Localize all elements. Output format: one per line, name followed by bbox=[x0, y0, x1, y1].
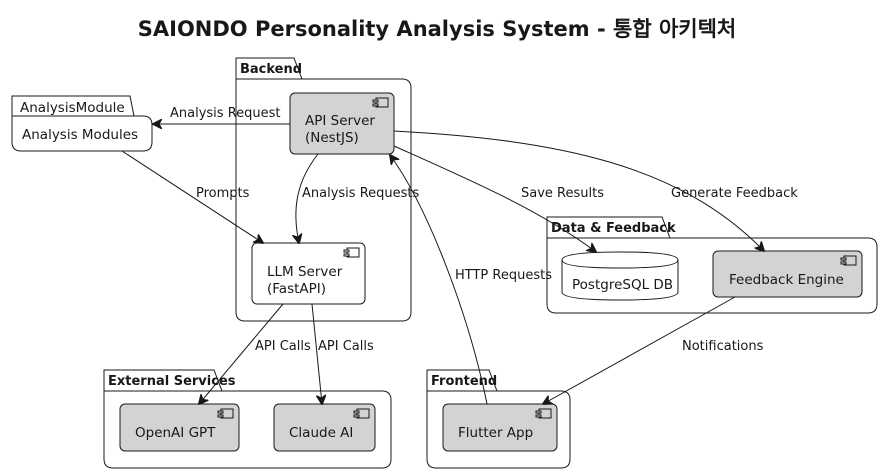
edge-label-analysis-request: Analysis Request bbox=[170, 106, 281, 121]
edge-analysis-request: Analysis Request bbox=[153, 106, 290, 124]
flutter-app-node[interactable]: Flutter App bbox=[442, 403, 558, 452]
package-label-frontend: Frontend bbox=[431, 374, 497, 389]
postgres-db-text: PostgreSQL DB bbox=[572, 277, 673, 293]
api-server-node[interactable]: API Server (NestJS) bbox=[289, 92, 395, 155]
llm-server-tech: (FastAPI) bbox=[267, 281, 326, 297]
llm-server-name: LLM Server bbox=[267, 264, 343, 280]
edge-generate-feedback: Generate Feedback bbox=[393, 130, 798, 251]
edge-label-analysis-requests: Analysis Requests bbox=[302, 186, 420, 201]
edge-notifications: Notifications bbox=[543, 296, 764, 404]
analysis-modules-text: Analysis Modules bbox=[22, 127, 138, 143]
package-label-external-services: External Services bbox=[108, 374, 236, 389]
api-server-tech: (NestJS) bbox=[305, 130, 359, 146]
llm-server-node[interactable]: LLM Server (FastAPI) bbox=[251, 242, 366, 305]
edge-api-calls-openai: API Calls bbox=[199, 303, 311, 404]
edge-analysis-requests: Analysis Requests bbox=[296, 153, 420, 243]
flutter-app-text: Flutter App bbox=[458, 425, 533, 441]
edge-label-http-requests: HTTP Requests bbox=[455, 268, 552, 283]
feedback-engine-node[interactable]: Feedback Engine bbox=[712, 250, 863, 298]
component-icon bbox=[840, 255, 857, 266]
component-icon bbox=[535, 408, 552, 419]
component-icon bbox=[217, 408, 234, 419]
claude-ai-node[interactable]: Claude AI bbox=[273, 403, 376, 452]
edge-http-requests: HTTP Requests bbox=[390, 155, 552, 405]
edge-label-api-calls-claude: API Calls bbox=[318, 339, 374, 354]
postgres-db-node[interactable]: PostgreSQL DB bbox=[561, 251, 679, 301]
edge-label-save-results: Save Results bbox=[521, 186, 604, 201]
openai-gpt-node[interactable]: OpenAI GPT bbox=[119, 403, 240, 452]
edge-save-results: Save Results bbox=[393, 145, 604, 252]
component-icon bbox=[343, 247, 360, 258]
edge-prompts: Prompts bbox=[121, 150, 263, 243]
analysis-module-label: AnalysisModule bbox=[20, 100, 125, 116]
component-icon bbox=[353, 408, 370, 419]
feedback-engine-text: Feedback Engine bbox=[729, 272, 844, 288]
claude-ai-text: Claude AI bbox=[289, 425, 353, 441]
package-label-backend: Backend bbox=[240, 62, 302, 77]
edge-label-generate-feedback: Generate Feedback bbox=[671, 186, 798, 201]
analysis-module-node[interactable]: AnalysisModule Analysis Modules bbox=[11, 95, 153, 152]
edge-label-api-calls-openai: API Calls bbox=[255, 339, 311, 354]
edge-api-calls-claude: API Calls bbox=[311, 303, 374, 404]
diagram-title: SAIONDO Personality Analysis System - 통합… bbox=[138, 17, 737, 41]
edge-label-notifications: Notifications bbox=[682, 339, 764, 354]
api-server-name: API Server bbox=[305, 113, 375, 129]
package-label-data-feedback: Data & Feedback bbox=[551, 221, 676, 236]
openai-gpt-text: OpenAI GPT bbox=[135, 425, 216, 441]
component-icon bbox=[372, 97, 389, 108]
edge-label-prompts: Prompts bbox=[196, 186, 250, 201]
